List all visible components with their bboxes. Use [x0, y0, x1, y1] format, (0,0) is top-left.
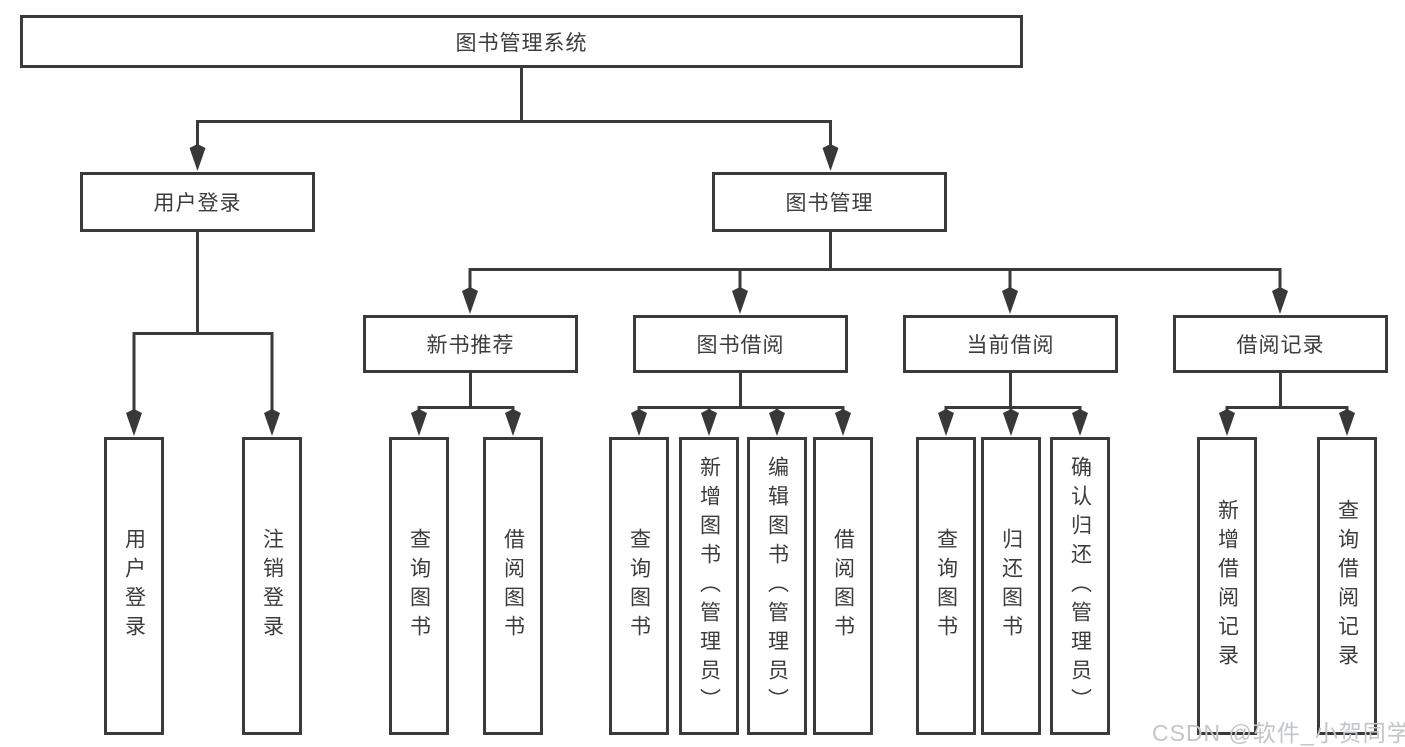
node-book-management-branch: 图书管理 [712, 172, 947, 232]
leaf-label: 查询图书 [407, 528, 431, 644]
leaf-label: 编辑图书（管理员） [765, 455, 789, 717]
node-root-system: 图书管理系统 [20, 15, 1023, 68]
node-label: 图书管理 [785, 192, 874, 215]
leaf-label: 查询图书 [934, 528, 958, 644]
leaf-edit-books-admin: 编辑图书（管理员） [747, 437, 807, 735]
leaf-logout: 注销登录 [242, 437, 302, 735]
leaf-query-books-recommend: 查询图书 [389, 437, 449, 735]
node-label: 借阅记录 [1236, 334, 1325, 357]
leaf-add-borrow-record: 新增借阅记录 [1197, 437, 1257, 735]
node-label: 当前借阅 [966, 334, 1055, 357]
leaf-label: 新增借阅记录 [1215, 499, 1239, 673]
leaf-query-borrow-record: 查询借阅记录 [1317, 437, 1377, 735]
leaf-query-books-current: 查询图书 [916, 437, 976, 735]
leaf-label: 注销登录 [260, 528, 284, 644]
leaf-label: 确认归还（管理员） [1068, 455, 1092, 717]
leaf-return-books: 归还图书 [981, 437, 1041, 735]
node-current-borrow: 当前借阅 [903, 315, 1118, 373]
leaf-borrow-books-recommend: 借阅图书 [483, 437, 543, 735]
node-label: 用户登录 [153, 192, 242, 215]
leaf-user-login: 用户登录 [104, 437, 164, 735]
watermark: CSDN @软件_小贺同学 [1152, 720, 1405, 746]
node-user-login-branch: 用户登录 [80, 172, 315, 232]
node-label: 新书推荐 [426, 334, 515, 357]
leaf-label: 新增图书（管理员） [697, 455, 721, 717]
leaf-label: 借阅图书 [501, 528, 525, 644]
leaf-query-books-borrow: 查询图书 [609, 437, 669, 735]
leaf-label: 查询借阅记录 [1335, 499, 1359, 673]
node-label: 图书借阅 [696, 334, 785, 357]
leaf-confirm-return-admin: 确认归还（管理员） [1050, 437, 1110, 735]
leaf-label: 借阅图书 [831, 528, 855, 644]
leaf-borrow-books: 借阅图书 [813, 437, 873, 735]
node-label: 图书管理系统 [455, 31, 588, 55]
leaf-label: 归还图书 [999, 528, 1023, 644]
node-borrow-records: 借阅记录 [1173, 315, 1388, 373]
node-book-borrow: 图书借阅 [633, 315, 848, 373]
leaf-label: 用户登录 [122, 528, 146, 644]
node-new-book-recommend: 新书推荐 [363, 315, 578, 373]
leaf-label: 查询图书 [627, 528, 651, 644]
leaf-add-books-admin: 新增图书（管理员） [679, 437, 739, 735]
